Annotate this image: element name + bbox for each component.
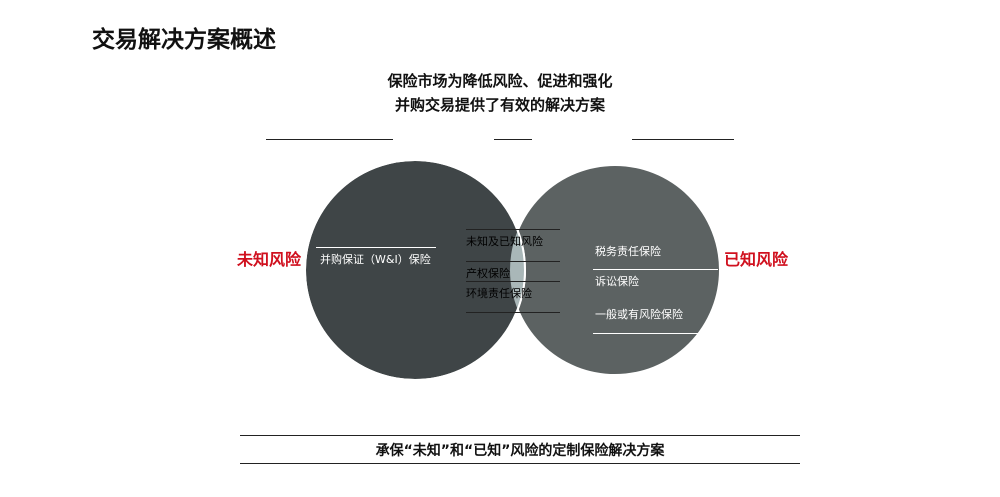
right-item-contingent: 一般或有风险保险 — [595, 308, 683, 321]
subtitle-line-2: 并购交易提供了有效的解决方案 — [394, 96, 605, 114]
page-title: 交易解决方案概述 — [92, 27, 276, 53]
top-rule-left — [266, 139, 393, 140]
subtitle-line-1: 保险市场为降低风险、促进和强化 — [387, 72, 613, 90]
bottom-caption: 承保“未知”和“已知”风险的定制保险解决方案 — [375, 443, 665, 459]
left-item-wi-insurance: 并购保证（W&I）保险 — [320, 253, 431, 266]
center-item-unknown-known: 未知及已知风险 — [466, 235, 543, 248]
center-item-title-insurance: 产权保险 — [466, 267, 510, 280]
center-rule-1 — [466, 229, 560, 230]
right-rule-1 — [593, 269, 718, 270]
center-rule-3 — [466, 281, 560, 282]
left-circle-outline — [304, 159, 526, 381]
center-item-environmental: 环境责任保险 — [466, 287, 532, 300]
bottom-rule-bottom — [240, 463, 800, 464]
center-rule-2 — [466, 261, 560, 262]
right-rule-2 — [593, 333, 703, 334]
center-rule-4 — [466, 312, 560, 313]
right-item-litigation: 诉讼保险 — [595, 275, 639, 288]
bottom-rule-top — [240, 435, 800, 436]
unknown-risk-label: 未知风险 — [237, 250, 302, 269]
left-item-rule — [316, 247, 436, 248]
top-rule-center — [494, 139, 532, 140]
right-circle-known-risk — [509, 164, 721, 376]
right-item-tax: 税务责任保险 — [595, 245, 661, 258]
top-rule-right — [632, 139, 734, 140]
known-risk-label: 已知风险 — [724, 250, 789, 269]
